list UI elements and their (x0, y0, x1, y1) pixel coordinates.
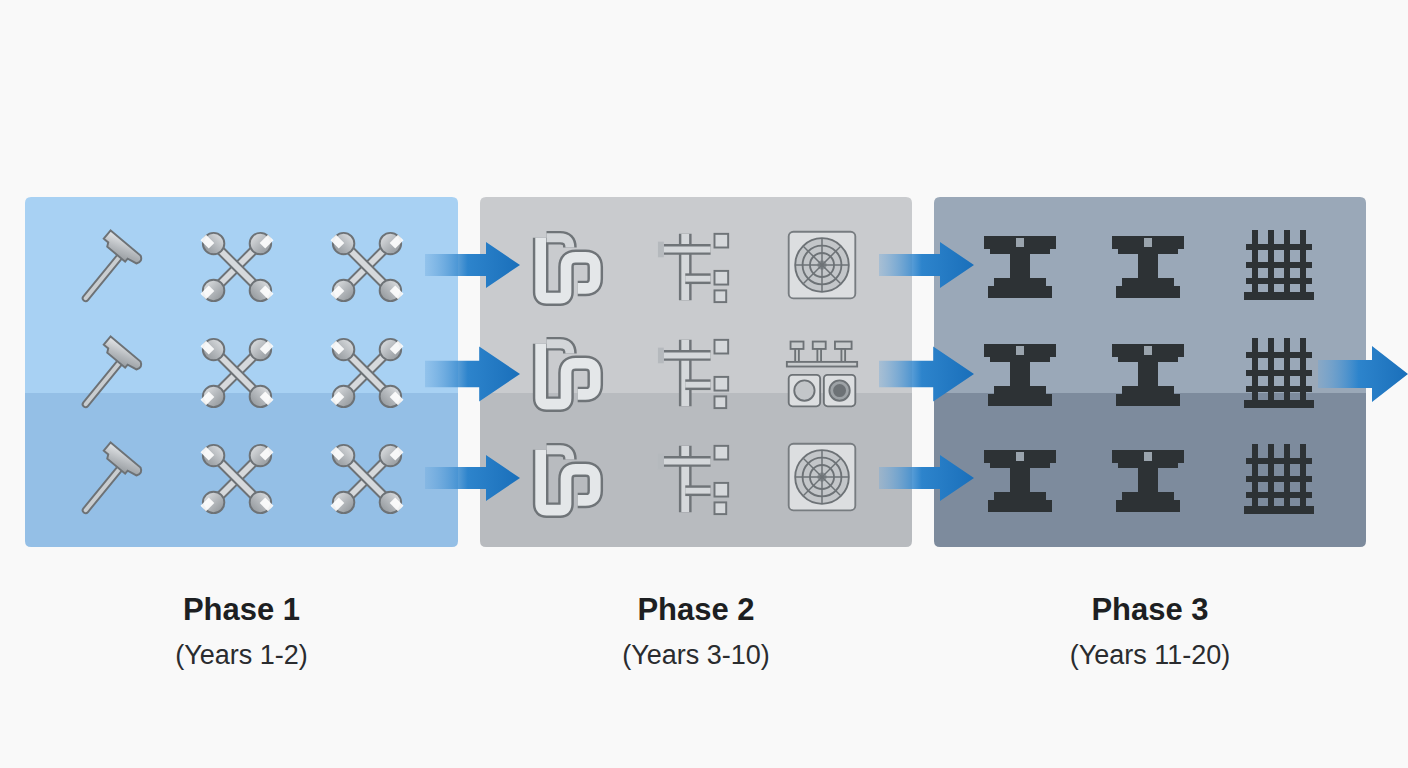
exit-arrow (1318, 346, 1408, 402)
phase-title: Phase 3 (934, 592, 1366, 628)
phase-panel: Phase 2 (Years 3-10) (480, 197, 912, 671)
panel-frame (934, 197, 1366, 547)
flow-arrow (879, 242, 974, 288)
flow-arrow (425, 455, 520, 501)
flow-arrow (425, 242, 520, 288)
phase-years: (Years 11-20) (934, 639, 1366, 671)
flow-arrow (425, 346, 520, 401)
phase-panel: Phase 1 (Years 1-2) (25, 197, 458, 671)
phase-title: Phase 2 (480, 592, 912, 628)
system-icons (541, 232, 857, 514)
flow-arrow (879, 346, 974, 401)
tool-icons (86, 230, 404, 513)
panel-frame (25, 197, 458, 547)
phase-years: (Years 3-10) (480, 639, 912, 671)
flow-arrow (879, 455, 974, 501)
panel-frame (480, 197, 912, 547)
structure-icons (984, 230, 1314, 514)
phase-years: (Years 1-2) (25, 639, 458, 671)
phase-panel: Phase 3 (Years 11-20) (934, 197, 1366, 671)
panel-backgrounds (25, 197, 1366, 547)
phase-title: Phase 1 (25, 592, 458, 628)
